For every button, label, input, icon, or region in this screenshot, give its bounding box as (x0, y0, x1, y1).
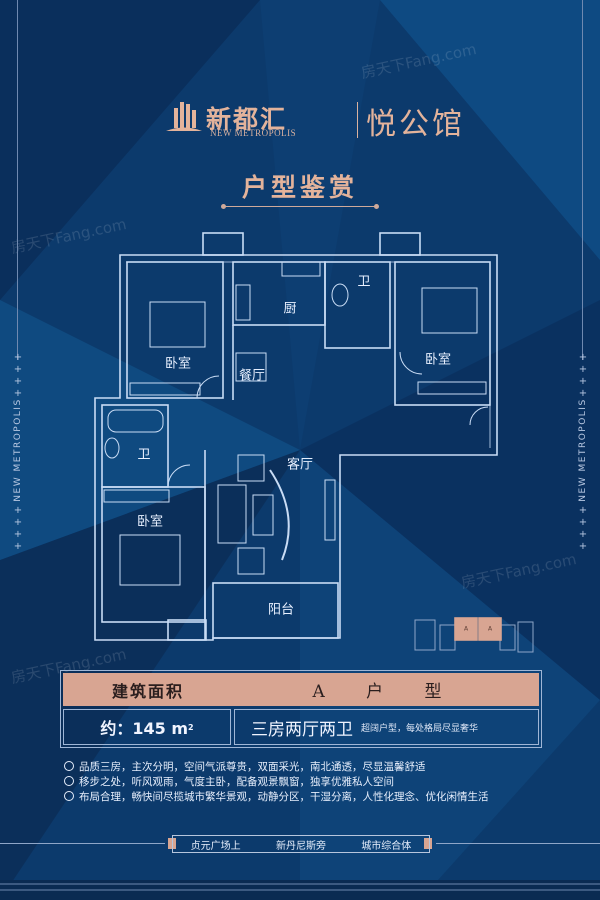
feature-item: 移步之处，听风观雨，气度主卧，配备观景飘窗，独享优雅私人空间 (64, 774, 394, 789)
footer-line (436, 843, 600, 844)
area-label: 建筑面积 (111, 681, 184, 701)
side-line (582, 0, 583, 360)
title-divider (225, 206, 375, 207)
site-unit-label: A (487, 625, 493, 633)
brand-name-en: NEW METROPOLIS (210, 128, 297, 138)
feature-item: 布局合理，畅快间尽揽城市繁华景观，动静分区，干湿分离，人性化理念、优化闲情生活 (64, 789, 489, 804)
bedroom-ne-wall (394, 261, 491, 406)
room-label-balcony: 阳台 (267, 602, 295, 618)
bath-n-wall (324, 261, 391, 349)
unit-type-value: 三房两厅两卫超阔户型，每处格局尽显奢华 (234, 709, 539, 745)
section-title: 户型鉴赏 (241, 173, 358, 202)
side-line (17, 0, 18, 360)
info-header-row: 建筑面积 A 户 型 (63, 673, 539, 706)
footer-text: 贞元广场上 (190, 840, 241, 852)
bath-w-wall (101, 404, 169, 488)
logo-divider (357, 102, 358, 138)
plus-icon: ++++ (13, 505, 23, 552)
plus-icon: ++++ (578, 505, 588, 552)
plus-icon: ++++ (13, 352, 23, 399)
footer-ornament (424, 838, 432, 849)
room-label-bedroom: 卧室 (136, 514, 164, 530)
circle-bullet-icon (64, 761, 74, 771)
unit-type-note: 超阔户型，每处格局尽显奢华 (361, 723, 479, 734)
divider-dot (374, 204, 379, 209)
building-logo-icon (166, 102, 202, 131)
room-label-bedroom: 卧室 (164, 356, 192, 372)
project-name: 悦公馆 (366, 107, 465, 142)
room-label-dining: 餐厅 (238, 368, 266, 384)
footer-text: 新丹尼斯旁 (275, 840, 326, 852)
room-label-bath: 卫 (137, 447, 151, 463)
circle-bullet-icon (64, 776, 74, 786)
circle-bullet-icon (64, 791, 74, 801)
footer-band: 贞元广场上 新丹尼斯旁 城市综合体 (172, 835, 430, 853)
feature-item: 品质三房，主次分明，空间气派尊贵，双面采光，南北通透，尽显温馨舒适 (64, 759, 426, 774)
kitchen-wall (232, 261, 326, 326)
room-label-bedroom: 卧室 (424, 352, 452, 368)
footer-line (0, 843, 165, 844)
site-unit-label: A (463, 625, 469, 633)
room-label-bath: 卫 (357, 274, 371, 290)
brand-name-cn: 新都汇 (206, 105, 288, 134)
bedroom-sw-wall (101, 486, 206, 623)
unit-type-label: A 户 型 (312, 682, 460, 702)
divider-dot (221, 204, 226, 209)
site-unit-a (478, 617, 502, 641)
balcony-wall (212, 582, 339, 639)
plus-icon: ++++ (578, 352, 588, 399)
footer-text: 城市综合体 (361, 840, 412, 852)
room-label-living: 客厅 (286, 457, 314, 473)
room-label-kitchen: 厨 (283, 301, 297, 317)
bedroom-nw-wall (126, 261, 224, 399)
site-unit-a (454, 617, 478, 641)
